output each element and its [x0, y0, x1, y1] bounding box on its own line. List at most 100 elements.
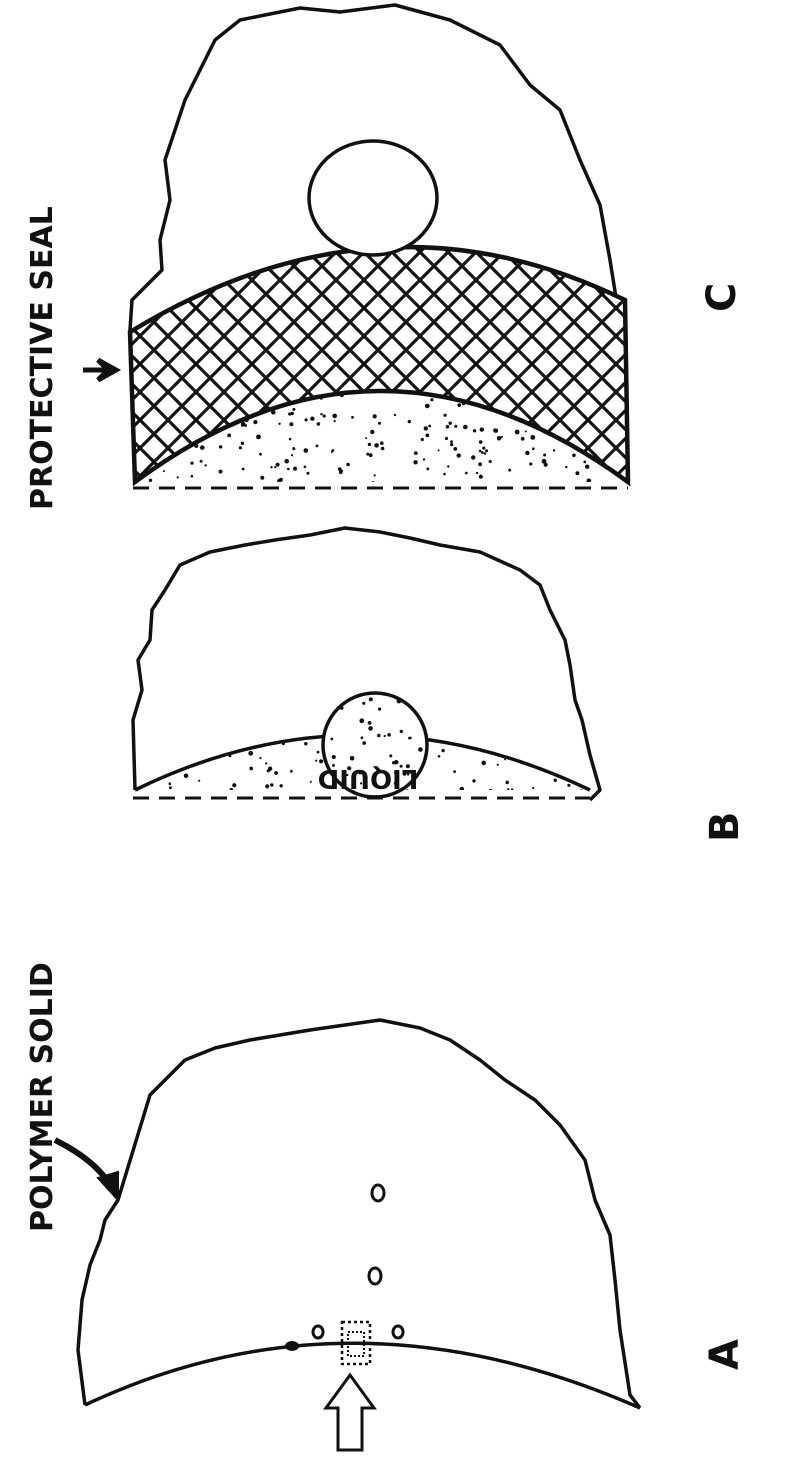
- stipple-dot: [532, 447, 535, 450]
- panel-a-void-5: [286, 1342, 298, 1350]
- stipple-dot: [239, 446, 242, 449]
- stipple-dot: [220, 703, 222, 705]
- stipple-dot: [189, 740, 193, 744]
- stipple-dot: [567, 784, 570, 787]
- stipple-dot: [481, 745, 484, 748]
- stipple-dot: [426, 468, 429, 471]
- stipple-dot: [292, 408, 295, 411]
- stipple-dot: [340, 706, 344, 710]
- stipple-dot: [170, 710, 173, 713]
- stipple-dot: [418, 747, 423, 752]
- stipple-dot: [175, 721, 179, 725]
- stipple-dot: [185, 702, 188, 705]
- stipple-dot: [149, 767, 153, 771]
- stipple-dot: [494, 429, 498, 433]
- stipple-dot: [395, 693, 397, 695]
- stipple-dot: [525, 700, 527, 702]
- stipple-dot: [335, 693, 339, 697]
- stipple-dot: [332, 755, 336, 759]
- stipple-dot: [245, 737, 250, 742]
- stipple-dot: [368, 443, 371, 446]
- stipple-dot: [284, 717, 286, 719]
- stipple-dot: [243, 728, 247, 732]
- stipple-dot: [446, 425, 450, 429]
- stipple-dot: [190, 462, 193, 465]
- stipple-dot: [221, 744, 225, 748]
- stipple-dot: [528, 718, 530, 720]
- stipple-dot: [271, 410, 276, 415]
- stipple-dot: [365, 437, 367, 439]
- stipple-dot: [441, 749, 444, 752]
- stipple-dot: [200, 445, 205, 450]
- stipple-dot: [317, 422, 321, 426]
- stipple-dot: [380, 441, 384, 445]
- stipple-dot: [447, 465, 449, 467]
- stipple-dot: [339, 470, 343, 474]
- stipple-dot: [310, 417, 314, 421]
- stipple-dot: [425, 404, 430, 409]
- stipple-dot: [572, 454, 576, 458]
- stipple-dot: [319, 759, 323, 763]
- stipple-dot: [198, 780, 200, 782]
- stipple-dot: [142, 760, 144, 762]
- stipple-dot: [205, 464, 207, 466]
- stipple-dot: [232, 783, 236, 787]
- stipple-dot: [377, 734, 381, 738]
- stipple-dot: [463, 425, 468, 430]
- stipple-dot: [370, 430, 374, 434]
- stipple-dot: [421, 438, 424, 441]
- stipple-dot: [532, 787, 534, 789]
- stipple-dot: [381, 447, 385, 451]
- stipple-dot: [430, 720, 434, 724]
- stipple-dot: [430, 398, 433, 401]
- stipple-dot: [323, 414, 326, 417]
- stipple-dot: [313, 726, 317, 730]
- stipple-dot: [570, 769, 574, 773]
- stipple-dot: [280, 784, 283, 787]
- stipple-dot: [434, 717, 438, 721]
- stipple-dot: [521, 736, 526, 741]
- stipple-dot: [457, 453, 461, 457]
- stipple-dot: [497, 764, 499, 766]
- stipple-dot: [559, 740, 562, 743]
- panel-c: PROTECTIVE SEAL C: [25, 5, 745, 510]
- stipple-dot: [529, 462, 532, 465]
- stipple-dot: [585, 465, 589, 469]
- stipple-dot: [306, 472, 309, 475]
- stipple-dot: [587, 479, 592, 484]
- stipple-dot: [400, 730, 403, 733]
- stipple-dot: [248, 793, 252, 797]
- stipple-dot: [495, 703, 498, 706]
- stipple-dot: [219, 470, 223, 474]
- stipple-dot: [554, 740, 556, 742]
- stipple-dot: [574, 758, 576, 760]
- stipple-dot: [503, 738, 506, 741]
- stipple-dot: [200, 740, 203, 743]
- stipple-dot: [520, 792, 523, 795]
- stipple-dot: [504, 758, 506, 760]
- stipple-dot: [408, 420, 411, 423]
- stipple-dot: [408, 737, 411, 740]
- stipple-dot: [411, 699, 415, 703]
- stipple-dot: [316, 445, 319, 448]
- stipple-dot: [515, 430, 520, 435]
- stipple-dot: [554, 779, 557, 782]
- stipple-dot: [394, 414, 396, 416]
- stipple-dot: [161, 760, 165, 764]
- stipple-dot: [249, 767, 253, 771]
- stipple-dot: [350, 756, 355, 761]
- stipple-dot: [270, 783, 273, 786]
- stipple-dot: [340, 393, 344, 397]
- stipple-dot: [484, 452, 487, 455]
- stipple-dot: [216, 723, 219, 726]
- stipple-dot: [261, 790, 264, 793]
- stipple-dot: [525, 451, 529, 455]
- stipple-dot: [142, 754, 146, 758]
- stipple-dot: [457, 403, 461, 407]
- stipple-dot: [177, 476, 179, 478]
- stipple-dot: [426, 708, 430, 712]
- stipple-dot: [473, 429, 476, 432]
- panel-a-void-3: [393, 1326, 403, 1338]
- panel-b-label: B: [702, 812, 748, 843]
- stipple-dot: [135, 748, 138, 751]
